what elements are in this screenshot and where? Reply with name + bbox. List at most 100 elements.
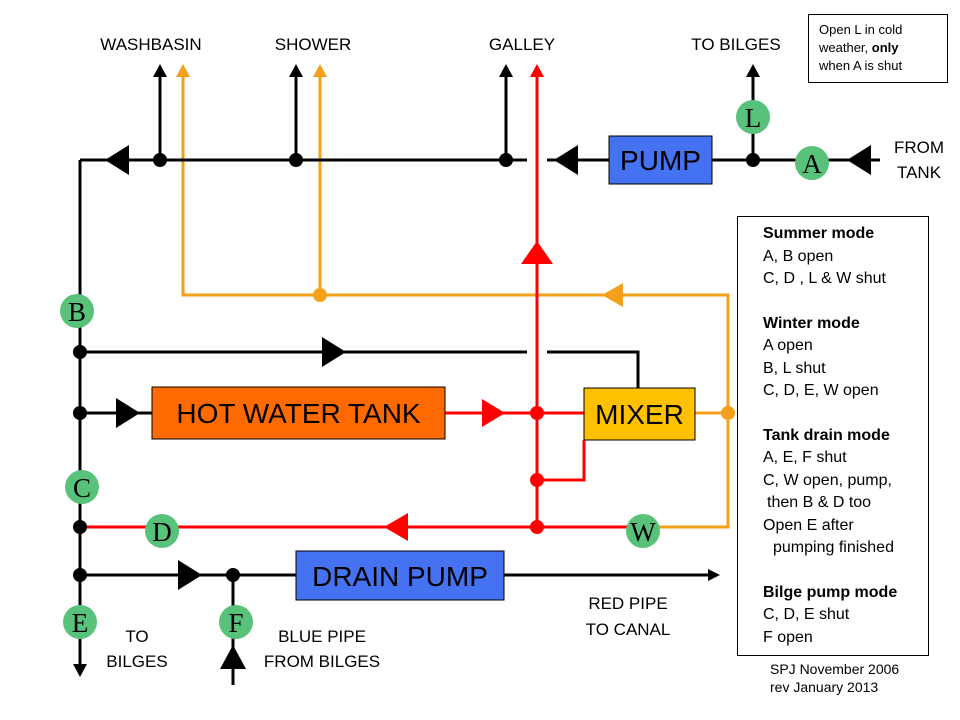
pump-box-rect — [608, 135, 713, 185]
hot-galley-arrow — [530, 64, 544, 77]
bilge-pump-mode-line: F open — [763, 628, 813, 646]
mixed-return-pipe — [650, 413, 730, 529]
hot-mixer-feed-pipe — [537, 440, 586, 482]
hot-water-tank-label: HOT WATER TANK — [176, 398, 421, 429]
mixed-loop-pipe — [181, 75, 730, 413]
cold-shower-arrow — [289, 64, 303, 77]
valve-e[interactable]: E — [63, 605, 97, 639]
drain-pump-label: DRAIN PUMP — [312, 561, 488, 592]
svg-text:E: E — [72, 608, 89, 638]
tank-drain-mode-line: pumping finished — [773, 539, 894, 556]
spacer — [763, 291, 928, 313]
shower-label: SHOWER — [275, 35, 352, 54]
valve-w[interactable]: W — [626, 514, 660, 548]
cold-tank-inlet-arrow — [116, 398, 140, 428]
winter-mode-line: C, D, E, W open — [763, 382, 879, 399]
cold-bypass-arrow — [322, 337, 346, 367]
cold-junction-dot — [73, 345, 87, 359]
valve-c[interactable]: C — [65, 470, 99, 504]
svg-text:W: W — [630, 517, 656, 547]
pump-box[interactable]: PUMP — [608, 135, 713, 185]
valve-a[interactable]: A — [795, 146, 829, 180]
valve-l[interactable]: L — [736, 100, 770, 134]
author-credit: SPJ November 2006 rev January 2013 — [770, 660, 899, 696]
spacer — [763, 560, 928, 582]
galley-label: GALLEY — [489, 35, 555, 54]
mixed-shower-arrow — [313, 64, 327, 77]
to-bilges-bottom-label: TO — [125, 627, 148, 646]
mixed-pipes — [181, 75, 730, 529]
cold-flow-arrow — [105, 145, 129, 175]
mixed-markers — [176, 64, 735, 420]
tank-drain-mode-line: then B & D too — [767, 494, 872, 511]
summer-mode-line: A, B open — [763, 247, 834, 265]
hot-drain-arrow — [384, 513, 408, 541]
note-text: weather, — [819, 40, 872, 55]
cold-junction-dot — [226, 568, 240, 582]
svg-text:C: C — [73, 473, 91, 503]
cold-markers — [73, 64, 871, 677]
cold-junction-dot — [73, 520, 87, 534]
cold-drain-arrow — [178, 560, 202, 590]
outlet-labels: WASHBASIN SHOWER GALLEY TO BILGES FROM T… — [100, 35, 944, 671]
drain-pump-rect — [295, 550, 505, 601]
mixed-junction-dot — [313, 288, 327, 302]
drain-pump-box[interactable]: DRAIN PUMP — [295, 550, 505, 601]
winter-mode-title: Winter mode — [763, 314, 860, 332]
mixer-rect — [583, 387, 696, 441]
winter-mode-line: A open — [763, 337, 813, 354]
mixed-junction-dot — [721, 406, 735, 420]
hot-flow-arrow — [482, 399, 505, 427]
tank-drain-mode-title: Tank drain mode — [763, 426, 890, 444]
red-pipe-label: TO CANAL — [586, 620, 671, 639]
tank-drain-mode-line: C, W open, pump, — [763, 471, 892, 489]
cold-junction-dot — [153, 153, 167, 167]
valve-f[interactable]: F — [219, 605, 253, 639]
blue-pipe-label: FROM BILGES — [264, 652, 380, 671]
svg-text:F: F — [228, 608, 243, 638]
summer-mode-line: C, D , L & W shut — [763, 270, 886, 287]
hot-pipes — [80, 75, 640, 529]
bilge-pump-mode-line: C, D, E shut — [763, 606, 850, 623]
red-pipe-label: RED PIPE — [588, 594, 667, 613]
valve-d[interactable]: D — [145, 514, 179, 548]
mixer-label: MIXER — [595, 399, 684, 430]
cold-bilges-arrow — [73, 664, 87, 677]
cold-junction-dot — [73, 406, 87, 420]
credit-line: rev January 2013 — [770, 679, 879, 695]
hot-water-tank-box[interactable]: HOT WATER TANK — [151, 386, 446, 440]
cold-junction-dot — [746, 153, 760, 167]
tank-drain-mode-line: A, E, F shut — [763, 449, 847, 466]
hot-junction-dot — [530, 520, 544, 534]
spacer — [763, 403, 928, 425]
tank-drain-mode-line: Open E after — [763, 516, 854, 534]
cold-junction-dot — [73, 568, 87, 582]
svg-text:L: L — [745, 103, 762, 133]
svg-text:D: D — [152, 517, 172, 547]
cold-junction-dot — [289, 153, 303, 167]
hot-up-arrow — [521, 241, 553, 264]
cold-galley-arrow — [499, 64, 513, 77]
cold-mixer-bypass-pipe — [547, 350, 640, 388]
svg-text:B: B — [68, 297, 86, 327]
valve-b[interactable]: B — [60, 294, 94, 328]
note-line: Open L in cold — [819, 22, 903, 37]
washbasin-label: WASHBASIN — [100, 35, 201, 54]
pump-label: PUMP — [620, 145, 701, 176]
winter-mode-line: B, L shut — [763, 359, 826, 377]
hot-water-tank-rect — [151, 386, 446, 440]
cold-weather-note: Open L in cold weather, only when A is s… — [808, 14, 948, 83]
from-tank-label: FROM — [894, 138, 944, 157]
mixer-box[interactable]: MIXER — [583, 387, 696, 441]
hot-junction-dot — [530, 473, 544, 487]
from-tank-label: TANK — [897, 163, 942, 182]
to-bilges-bottom-label: BILGES — [106, 652, 167, 671]
bilge-inlet-arrow — [220, 645, 246, 669]
hot-junction-dot — [530, 406, 544, 420]
note-line: when A is shut — [819, 58, 903, 73]
cold-flow-arrow — [847, 145, 871, 175]
svg-text:A: A — [802, 149, 822, 179]
mixed-flow-arrow — [602, 283, 623, 307]
note-emphasis: only — [871, 40, 899, 55]
